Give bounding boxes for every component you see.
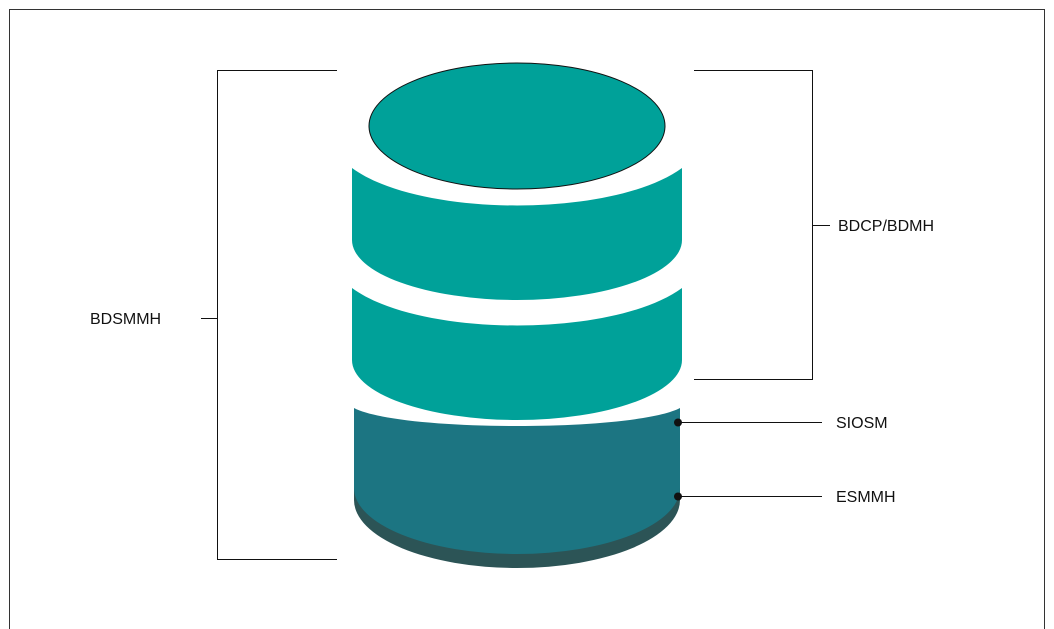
- disk-band-lower: [352, 288, 682, 420]
- right-bracket: [694, 70, 813, 380]
- pointer-dot-siosm: [674, 418, 682, 427]
- label-bdsmmh: BDSMMH: [90, 311, 161, 328]
- label-esmmh: ESMMH: [836, 489, 896, 506]
- left-bracket: [217, 70, 337, 560]
- diagram-frame: [9, 9, 1045, 629]
- pointer-dot-esmmh: [674, 492, 682, 501]
- base-body: [354, 408, 680, 554]
- label-bdcp-bdmh: BDCP/BDMH: [838, 218, 934, 235]
- disk-band-upper: [352, 168, 682, 300]
- base-cylinder: [354, 408, 680, 568]
- disk-top: [368, 62, 666, 190]
- label-siosm: SIOSM: [836, 415, 888, 432]
